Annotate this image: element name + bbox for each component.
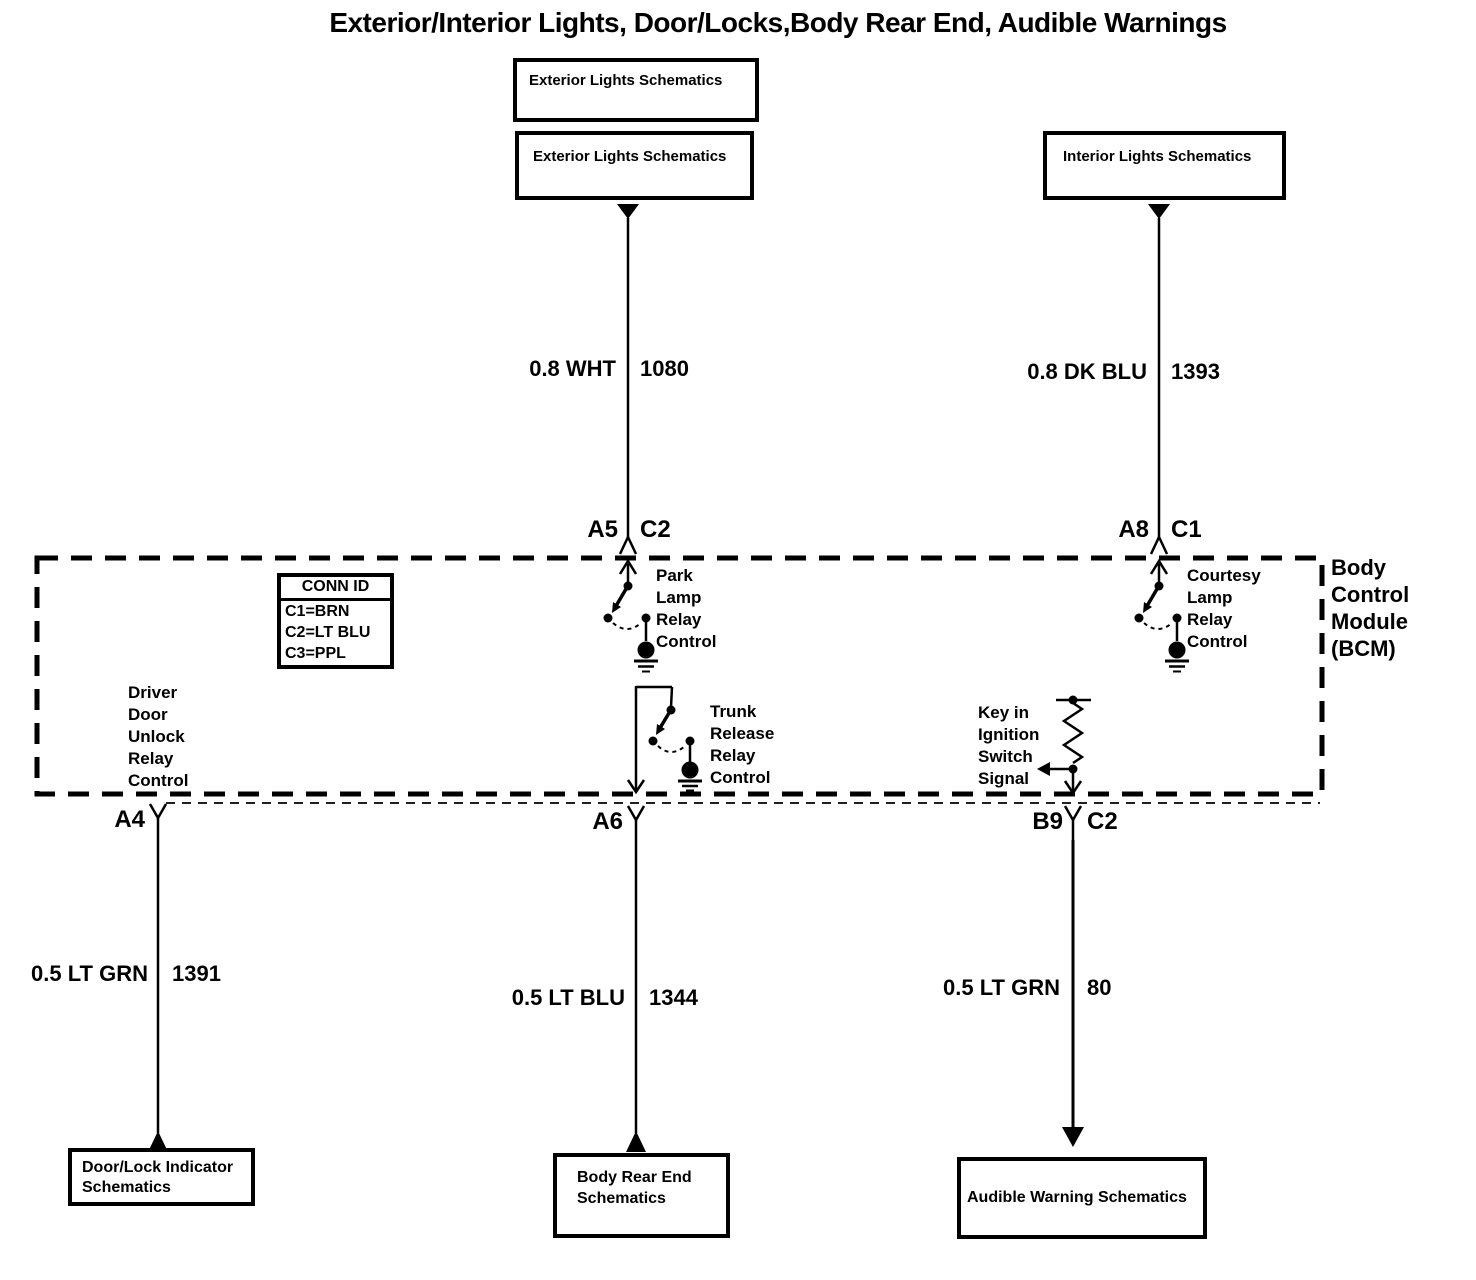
pin-a6: A6 (592, 808, 623, 835)
wire-ltgrn-1391 (148, 840, 168, 1152)
ground-symbol-park (634, 641, 658, 673)
key-in-ignition-resistor-symbol (1037, 695, 1091, 796)
label-trunk-release-relay-control: Trunk Release Relay Control (710, 702, 775, 787)
trunk-release-relay-symbol (626, 685, 702, 795)
arrow-to-audible-warning (1062, 1127, 1084, 1147)
label-driver-door-unlock-relay-control: Driver Door Unlock Relay Control (128, 683, 189, 790)
conn-id-row: C3=PPL (285, 645, 346, 662)
ref-box-door-lock-indicator: Door/Lock Indicator Schematics (68, 1148, 255, 1206)
bcm-dashed-border (34, 555, 1325, 804)
wire-gauge-color-ltblu: 0.5 LT BLU (511, 985, 625, 1010)
wire-gauge-color-dkblu: 0.8 DK BLU (1027, 359, 1147, 384)
connector-fork-b9 (1063, 805, 1083, 840)
pin-b9: B9 (1032, 808, 1063, 835)
ref-box-exterior-lights-1: Exterior Lights Schematics (513, 58, 759, 122)
pin-a8: A8 (1118, 516, 1149, 543)
connector-fork-a5 (618, 536, 638, 555)
circuit-number-80: 80 (1087, 975, 1112, 1000)
arrow-from-interior-lights (1148, 204, 1170, 219)
page-title: Exterior/Interior Lights, Door/Locks,Bod… (329, 7, 1227, 38)
conn-id-header: CONN ID (281, 577, 390, 601)
circuit-number-1344: 1344 (649, 985, 698, 1010)
wire-gauge-color-ltgrn-1391: 0.5 LT GRN (31, 961, 148, 986)
ref-box-body-rear-end: Body Rear End Schematics (553, 1153, 730, 1238)
wire-dkblu-1393 (1149, 218, 1169, 555)
bcm-label: Body Control Module (BCM) (1331, 555, 1410, 661)
courtesy-lamp-relay-symbol (1134, 558, 1189, 673)
connector-fork-a4 (148, 803, 168, 840)
pin-c2-top: C2 (640, 516, 671, 543)
wire-gauge-color-wht: 0.8 WHT (529, 356, 616, 381)
pin-a4: A4 (114, 806, 145, 833)
ref-box-exterior-lights-2: Exterior Lights Schematics (515, 131, 754, 200)
wire-gauge-color-ltgrn-80: 0.5 LT GRN (943, 975, 1060, 1000)
arrow-to-body-rear-end (626, 1131, 646, 1152)
circuit-number-1391: 1391 (172, 961, 221, 986)
pin-c1-top: C1 (1171, 516, 1202, 543)
arrow-from-exterior-lights (617, 204, 639, 219)
label-park-lamp-relay-control: Park Lamp Relay Control (656, 566, 717, 651)
connector-fork-a8 (1149, 536, 1169, 555)
park-lamp-relay-symbol (603, 558, 658, 673)
circuit-number-1393: 1393 (1171, 359, 1220, 384)
pin-a5: A5 (587, 516, 618, 543)
label-courtesy-lamp-relay-control: Courtesy Lamp Relay Control (1187, 566, 1261, 651)
wire-ltblu-1344 (626, 840, 646, 1152)
pin-c2-bottom: C2 (1087, 808, 1118, 835)
ground-symbol-trunk (678, 761, 702, 792)
circuit-number-1080: 1080 (640, 356, 689, 381)
signal-arrow-left (1037, 762, 1050, 776)
arrow-to-door-lock-indicator (148, 1131, 168, 1152)
conn-id-row: C1=BRN (285, 603, 350, 620)
conn-id-table: CONN ID C1=BRN C2=LT BLU C3=PPL (277, 573, 394, 669)
ref-box-audible-warning: Audible Warning Schematics (957, 1157, 1207, 1239)
connector-fork-a6 (626, 805, 646, 840)
conn-id-row: C2=LT BLU (285, 624, 371, 641)
label-key-in-ignition-switch-signal: Key in Ignition Switch Signal (978, 703, 1040, 788)
ref-box-interior-lights: Interior Lights Schematics (1043, 131, 1286, 200)
ground-symbol-courtesy (1165, 641, 1189, 673)
wire-ltgrn-80 (1062, 840, 1084, 1147)
wire-wht-1080 (618, 218, 638, 555)
